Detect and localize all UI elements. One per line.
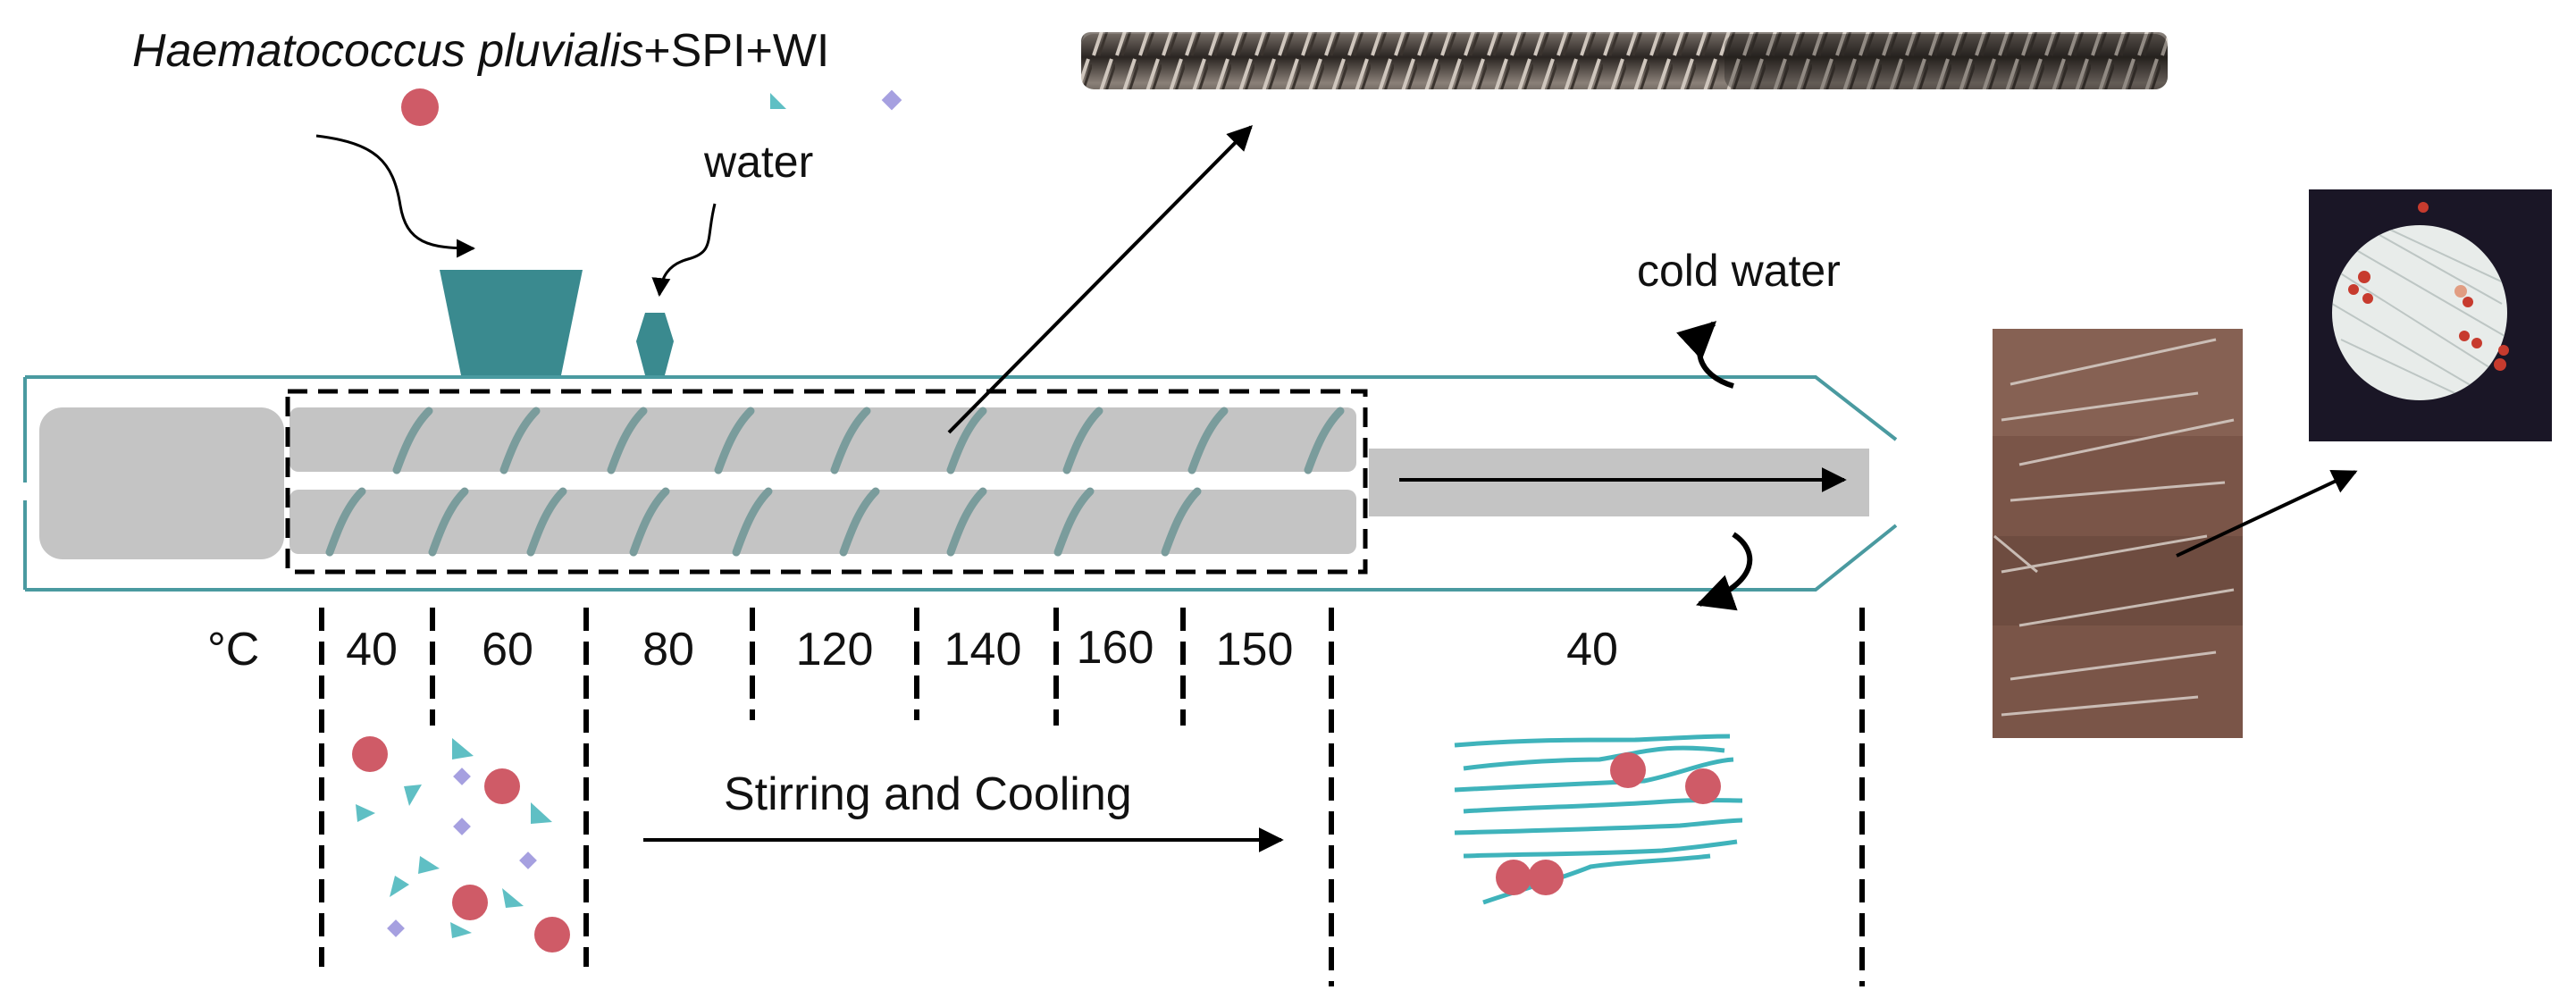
screw-flight [946, 487, 987, 557]
spi-particle [450, 922, 472, 938]
water-label: water [703, 137, 813, 187]
micrograph-arrow [2176, 470, 2358, 558]
zone-temp-7: 150 [1216, 624, 1294, 676]
zone-temp-2: 60 [482, 624, 533, 676]
water-arrow [651, 203, 717, 298]
legend-algae-particle [401, 88, 439, 126]
screw-flight [392, 407, 433, 474]
cold-water-out-arrow [1696, 532, 1753, 611]
twin-screw-photo [1081, 32, 2168, 89]
algae-particle [452, 885, 488, 920]
screw-flight [1304, 407, 1345, 474]
cold-water-label: cold water [1637, 246, 1841, 296]
zone-temp-4: 120 [796, 624, 874, 676]
algae-particle [352, 736, 388, 772]
wi-particle [453, 768, 471, 785]
screw-flight [607, 407, 648, 474]
screw-flight [839, 487, 880, 557]
lower-screw [289, 490, 1356, 554]
zone-temp-3: 80 [642, 624, 694, 676]
water-inlet-icon [636, 313, 674, 375]
screw-flight [1187, 407, 1229, 474]
screw-flights [325, 407, 1345, 557]
zone-temp-1: 40 [346, 624, 398, 676]
feed-arrow [315, 134, 476, 258]
legend-spi-particle [770, 93, 786, 109]
embedded-algae-particle [1685, 768, 1721, 804]
spi-particle [502, 888, 524, 908]
screw-flight [325, 487, 366, 557]
feed-mixture [352, 736, 570, 952]
micrograph-photo [2309, 189, 2552, 441]
screw-flight [1062, 407, 1103, 474]
screw-flight [830, 407, 871, 474]
embedded-algae-particle [1610, 752, 1646, 788]
algae-particle [484, 768, 520, 804]
spi-particle [404, 785, 422, 806]
stirring-cooling-label: Stirring and Cooling [724, 768, 1132, 820]
drive-block [39, 407, 284, 559]
screw-flight [526, 487, 567, 557]
wi-particle [519, 852, 537, 869]
extruder-barrel [23, 375, 1898, 592]
spi-particle [418, 856, 440, 874]
zone-temp-5: 140 [944, 624, 1022, 676]
cooling-die [1369, 449, 1869, 516]
embedded-algae-particle [1496, 860, 1531, 895]
wi-particle [453, 818, 471, 835]
screw-flight [946, 407, 987, 474]
spi-particle [390, 876, 409, 897]
screw-section-box [285, 389, 1368, 575]
spi-particle [531, 802, 552, 824]
screw-flight [732, 487, 773, 557]
zone-temperatures: 40 60 80 120 140 160 150 40 [346, 622, 1618, 676]
screw-flight [1161, 487, 1202, 557]
algae-particle [534, 917, 570, 952]
embedded-algae-particle [1528, 860, 1564, 895]
cold-water-in-arrow [1676, 321, 1734, 389]
temperature-unit-label: °C [207, 624, 259, 676]
screw-flight [1053, 487, 1095, 557]
wi-particle [387, 919, 405, 937]
feed-title-species: Haematococcus pluvialis [132, 25, 643, 77]
legend-wi-particle [881, 89, 902, 111]
zone-temp-8: 40 [1566, 624, 1618, 676]
screw-flight [499, 407, 541, 474]
zone-temp-6: 160 [1077, 622, 1154, 674]
feed-title-additives: +SPI+WI [643, 25, 829, 77]
feed-title: Haematococcus pluvialis+SPI+WI [132, 25, 829, 77]
spi-particle [452, 738, 474, 759]
screw-flight [714, 407, 755, 474]
screw-photo-arrow [947, 125, 1253, 434]
spi-particle [356, 804, 375, 822]
fibrous-product-photo [1993, 329, 2243, 738]
screw-flight [629, 487, 670, 557]
feed-hopper-icon [440, 270, 583, 375]
zone-dividers [319, 608, 1865, 986]
screw-flight [428, 487, 469, 557]
